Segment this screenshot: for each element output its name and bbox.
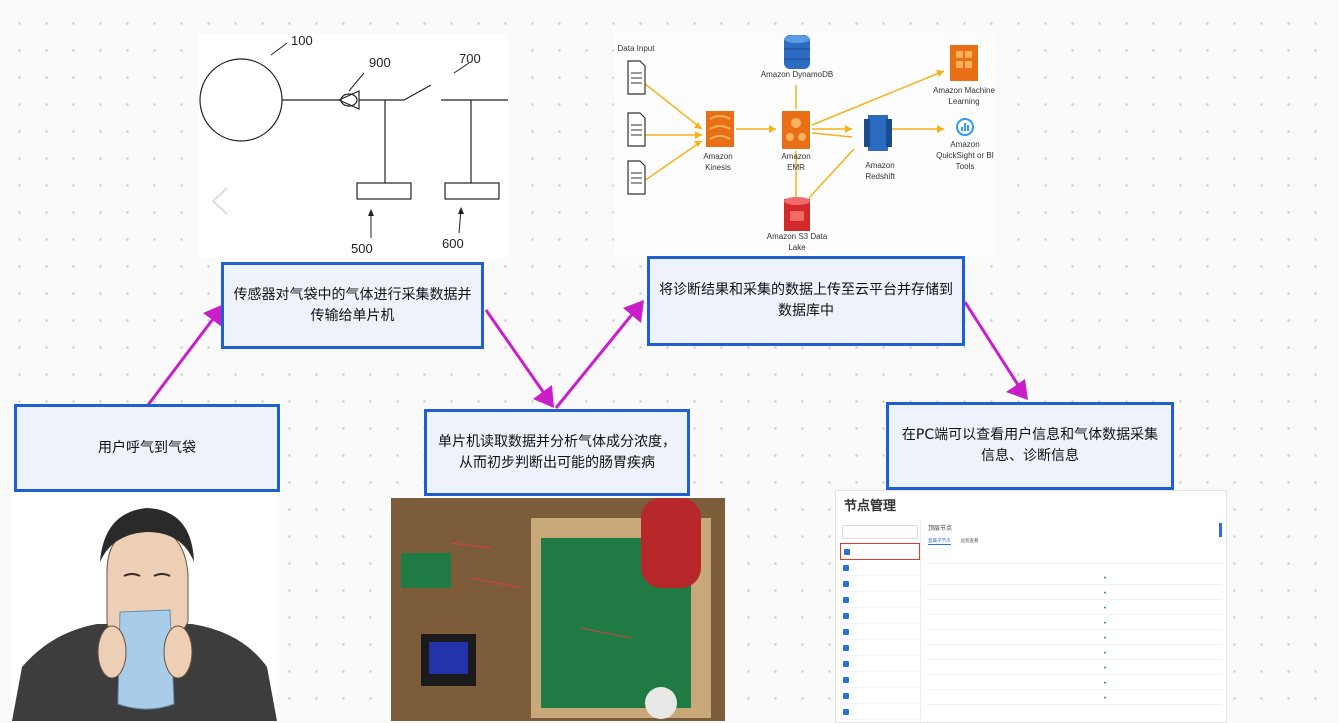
label-qs-1: Amazon bbox=[950, 140, 979, 149]
label-kinesis-1: Amazon bbox=[703, 152, 732, 161]
label-500: 500 bbox=[351, 241, 373, 256]
tab-remote-view[interactable]: 远程查看 bbox=[960, 538, 979, 543]
node-search-input[interactable] bbox=[842, 525, 918, 539]
label-s3-1: Amazon S3 Data bbox=[767, 232, 828, 241]
node-tree-item[interactable] bbox=[840, 688, 920, 704]
step-4-text-line1: 将诊断结果和采集的数据上传至云平台并存储到 bbox=[659, 282, 953, 298]
label-dynamodb: Amazon DynamoDB bbox=[761, 70, 833, 79]
node-tree-item[interactable] bbox=[840, 656, 920, 672]
quicksight-icon bbox=[956, 118, 974, 136]
table-row[interactable]: ● bbox=[926, 615, 1222, 630]
node-tree-item[interactable] bbox=[840, 560, 920, 576]
label-s3-2: Lake bbox=[788, 243, 806, 252]
pc-node-management-screenshot: 节点管理 顶层节点 直属子节点 远程查看 ● ● ● ● ● ● ● ● ● bbox=[835, 490, 1227, 723]
table-row[interactable]: ● bbox=[926, 630, 1222, 645]
node-filter-bar bbox=[926, 553, 1222, 564]
node-detail-main: 顶层节点 直属子节点 远程查看 ● ● ● ● ● ● ● ● ● bbox=[926, 521, 1222, 722]
step-4-text-line2: 数据库中 bbox=[778, 303, 834, 319]
kinesis-icon bbox=[706, 111, 734, 147]
node-tree-item[interactable] bbox=[840, 640, 920, 656]
label-700: 700 bbox=[459, 51, 481, 66]
step-3-text-line2: 从而初步判断出可能的肠胃疾病 bbox=[459, 454, 655, 471]
s3-icon bbox=[784, 197, 810, 231]
step-5-pc-view: 在PC端可以查看用户信息和气体数据采集 信息、诊断信息 bbox=[886, 402, 1174, 490]
table-row[interactable]: ● bbox=[926, 600, 1222, 615]
step-2-text-line2: 传输给单片机 bbox=[310, 307, 395, 324]
arrow-1-to-2 bbox=[146, 314, 218, 406]
label-redshift-1: Amazon bbox=[865, 161, 894, 170]
label-100: 100 bbox=[291, 33, 313, 48]
user-breathing-illustration bbox=[12, 492, 277, 721]
aws-architecture-image: Data Input Amazon DynamoDB Amazon Machin… bbox=[614, 33, 997, 257]
label-redshift-2: Redshift bbox=[865, 172, 895, 181]
node-tree-item-selected[interactable] bbox=[840, 543, 920, 560]
node-mgmt-title: 节点管理 bbox=[844, 498, 897, 513]
label-emr-2: EMR bbox=[787, 163, 805, 172]
label-ml-2: Learning bbox=[948, 97, 979, 106]
tab-direct-children[interactable]: 直属子节点 bbox=[928, 538, 951, 545]
node-tree-item[interactable] bbox=[840, 624, 920, 640]
node-tree-item[interactable] bbox=[840, 592, 920, 608]
emr-icon bbox=[782, 111, 810, 149]
label-qs-2: QuickSight or BI bbox=[936, 151, 994, 160]
node-tabs: 直属子节点 远程查看 bbox=[928, 538, 1222, 545]
label-qs-3: Tools bbox=[956, 162, 975, 171]
document-icons bbox=[627, 60, 646, 195]
label-data-input: Data Input bbox=[618, 44, 656, 53]
step-1-text: 用户呼气到气袋 bbox=[98, 439, 196, 456]
sensor-schematic-image: 100 900 700 500 600 bbox=[199, 33, 508, 257]
node-tree-item[interactable] bbox=[840, 704, 920, 720]
table-row[interactable]: ● bbox=[926, 585, 1222, 600]
step-2-sensor-collect: 传感器对气袋中的气体进行采集数据并 传输给单片机 bbox=[221, 262, 484, 349]
microcontroller-board-photo bbox=[391, 498, 725, 721]
node-tree-sidebar bbox=[840, 521, 921, 722]
machine-learning-icon bbox=[950, 45, 978, 81]
step-1-user-exhale: 用户呼气到气袋 bbox=[14, 404, 280, 492]
node-tree-item[interactable] bbox=[840, 576, 920, 592]
aws-pipeline-drawing: Data Input Amazon DynamoDB Amazon Machin… bbox=[618, 35, 995, 252]
table-row[interactable]: ● bbox=[926, 690, 1222, 705]
table-row[interactable]: ● bbox=[926, 570, 1222, 585]
node-tree-item[interactable] bbox=[840, 672, 920, 688]
dynamodb-icon bbox=[784, 35, 810, 69]
label-emr-1: Amazon bbox=[781, 152, 810, 161]
step-5-text-line1: 在PC端可以查看用户信息和气体数据采集 bbox=[901, 427, 1159, 443]
arrow-4-to-5 bbox=[963, 301, 1022, 389]
step-4-cloud-upload: 将诊断结果和采集的数据上传至云平台并存储到 数据库中 bbox=[647, 256, 965, 346]
label-ml-1: Amazon Machine bbox=[933, 86, 995, 95]
step-5-text-line2: 信息、诊断信息 bbox=[981, 448, 1079, 464]
label-kinesis-2: Kinesis bbox=[705, 163, 731, 172]
step-3-text-line1: 单片机读取数据并分析气体成分浓度， bbox=[438, 433, 676, 450]
step-2-text-line1: 传感器对气袋中的气体进行采集数据并 bbox=[233, 286, 472, 303]
person-drawing bbox=[12, 508, 277, 721]
table-row[interactable]: ● bbox=[926, 660, 1222, 675]
label-900: 900 bbox=[369, 55, 391, 70]
node-tree-item[interactable] bbox=[840, 608, 920, 624]
arrow-3-to-4 bbox=[554, 311, 636, 409]
table-row[interactable]: ● bbox=[926, 675, 1222, 690]
node-main-title: 顶层节点 bbox=[928, 526, 953, 532]
table-row[interactable]: ● bbox=[926, 645, 1222, 660]
node-action-button[interactable] bbox=[1219, 523, 1222, 537]
step-3-mcu-analyze: 单片机读取数据并分析气体成分浓度， 从而初步判断出可能的肠胃疾病 bbox=[424, 409, 690, 496]
board-drawing bbox=[391, 498, 725, 721]
label-600: 600 bbox=[442, 236, 464, 251]
schematic-drawing: 100 900 700 500 600 bbox=[199, 33, 508, 256]
redshift-icon bbox=[864, 115, 892, 151]
arrow-2-to-3 bbox=[484, 309, 548, 397]
